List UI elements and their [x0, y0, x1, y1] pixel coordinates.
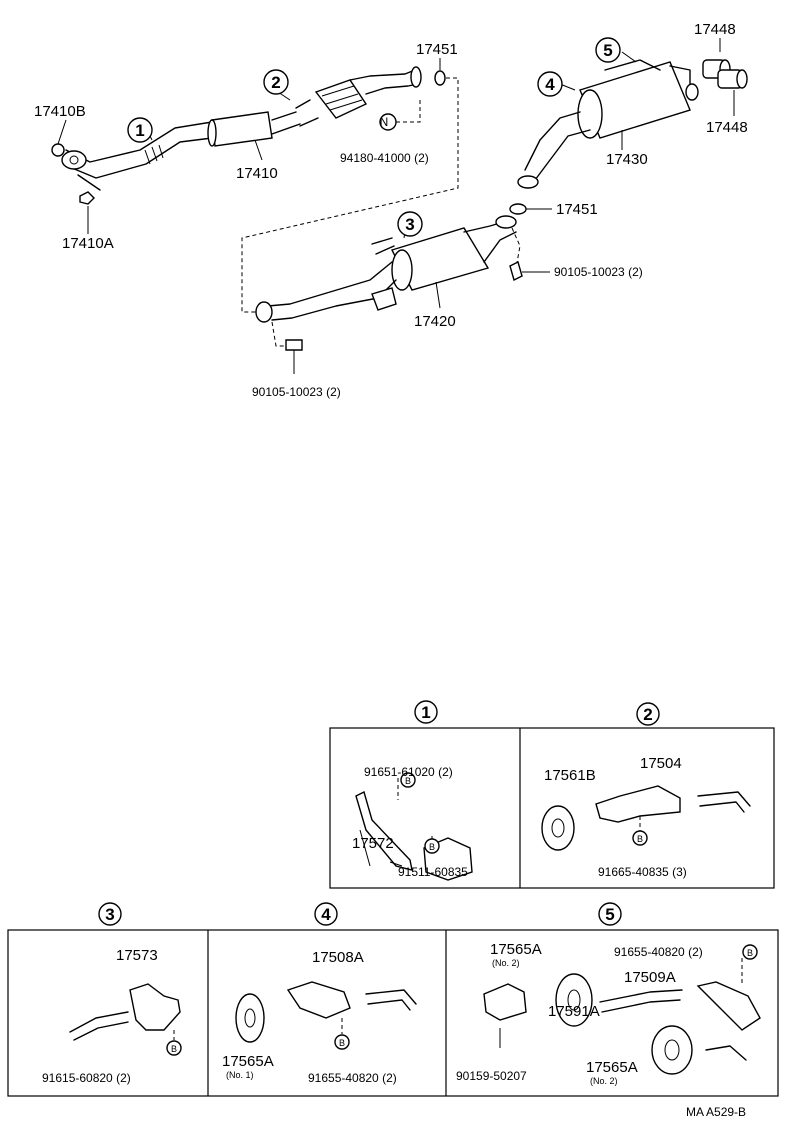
- label-91655-d5: 91655-40820 (2): [614, 945, 703, 959]
- bolt-90105-right: [509, 260, 523, 282]
- label-17430: 17430: [606, 151, 648, 168]
- detail-2-b: [632, 830, 648, 846]
- label-91651: 91651-61020 (2): [364, 765, 453, 779]
- gasket-17410B: [51, 143, 65, 157]
- label-91655-d4: 91655-40820 (2): [308, 1071, 397, 1085]
- svg-text:B: B: [339, 1038, 345, 1048]
- callout-2: 2: [263, 69, 289, 95]
- svg-text:B: B: [637, 834, 643, 844]
- detail-5-callout: 5: [598, 902, 622, 926]
- detail-1-callout: 1: [414, 700, 438, 724]
- detail-3-b: [166, 1040, 182, 1056]
- detail-4-callout: 4: [314, 902, 338, 926]
- label-90159: 90159-50207: [456, 1069, 527, 1083]
- center-muffler-17420: [255, 215, 517, 323]
- label-no1: (No. 1): [226, 1070, 254, 1080]
- svg-text:2: 2: [643, 705, 652, 724]
- detail-4-drawing: [235, 981, 417, 1043]
- label-17448-bottom: 17448: [706, 119, 748, 136]
- label-17420: 17420: [414, 313, 456, 330]
- svg-text:3: 3: [405, 215, 414, 234]
- label-17509A: 17509A: [624, 969, 676, 986]
- detail-3-drawing: [69, 983, 181, 1041]
- label-17410B: 17410B: [34, 103, 86, 120]
- label-94180: 94180-41000 (2): [340, 151, 429, 165]
- label-17451-mid: 17451: [556, 201, 598, 218]
- label-17410A: 17410A: [62, 235, 114, 252]
- detail-panel-top: [329, 727, 775, 889]
- svg-text:B: B: [429, 842, 435, 852]
- svg-text:5: 5: [605, 905, 614, 924]
- label-90105-right: 90105-10023 (2): [554, 265, 643, 279]
- callout-3: 3: [397, 211, 423, 237]
- label-91665: 91665-40835 (3): [598, 865, 687, 879]
- label-n: N: [380, 115, 389, 129]
- detail-2-drawing: [541, 785, 751, 851]
- label-91615: 91615-60820 (2): [42, 1071, 131, 1085]
- tail-pipe-extensions-17448: [702, 59, 748, 89]
- detail-2-callout: 2: [636, 702, 660, 726]
- bolt-90105-bottom: [285, 339, 303, 351]
- label-17410: 17410: [236, 165, 278, 182]
- svg-text:3: 3: [105, 905, 114, 924]
- detail-3-callout: 3: [98, 902, 122, 926]
- label-17572: 17572: [352, 835, 394, 852]
- svg-text:B: B: [747, 948, 753, 958]
- svg-text:B: B: [171, 1044, 177, 1054]
- label-17565A-d4: 17565A: [222, 1053, 274, 1070]
- svg-text:4: 4: [545, 75, 555, 94]
- label-17573: 17573: [116, 947, 158, 964]
- label-no2-bottom: (No. 2): [590, 1076, 618, 1086]
- svg-text:B: B: [405, 776, 411, 786]
- detail-5-drawing: [483, 958, 761, 1075]
- detail-1-b-top: [400, 772, 416, 788]
- svg-text:5: 5: [603, 41, 612, 60]
- svg-text:4: 4: [321, 905, 331, 924]
- detail-panel-bottom: [7, 929, 779, 1097]
- svg-text:1: 1: [135, 121, 144, 140]
- label-91511: 91511-60835: [398, 865, 468, 879]
- svg-text:2: 2: [271, 73, 280, 92]
- callout-4: 4: [537, 71, 563, 97]
- tail-muffler-17430: [517, 59, 699, 189]
- detail-4-b: [334, 1034, 350, 1050]
- detail-5-b: [742, 944, 758, 960]
- catalytic-converter: [295, 66, 446, 127]
- callout-5: 5: [595, 37, 621, 63]
- detail-1-b-bottom: [424, 838, 440, 854]
- figure-code: MA A529-B: [686, 1105, 746, 1119]
- label-17451-top: 17451: [416, 41, 458, 58]
- nut-17410A: [79, 191, 95, 205]
- label-17565A-d5-bottom: 17565A: [586, 1059, 638, 1076]
- label-90105-bottom: 90105-10023 (2): [252, 385, 341, 399]
- label-17561B: 17561B: [544, 767, 596, 784]
- svg-text:1: 1: [421, 703, 430, 722]
- label-17448-top: 17448: [694, 21, 736, 38]
- label-17565A-d5-top: 17565A: [490, 941, 542, 958]
- label-17504: 17504: [640, 755, 682, 772]
- callout-1: 1: [127, 117, 153, 143]
- label-17508A: 17508A: [312, 949, 364, 966]
- front-pipe-17410: [61, 111, 301, 191]
- label-17591A: 17591A: [548, 1003, 600, 1020]
- gasket-17451-mid: [509, 203, 527, 215]
- label-no2-top: (No. 2): [492, 958, 520, 968]
